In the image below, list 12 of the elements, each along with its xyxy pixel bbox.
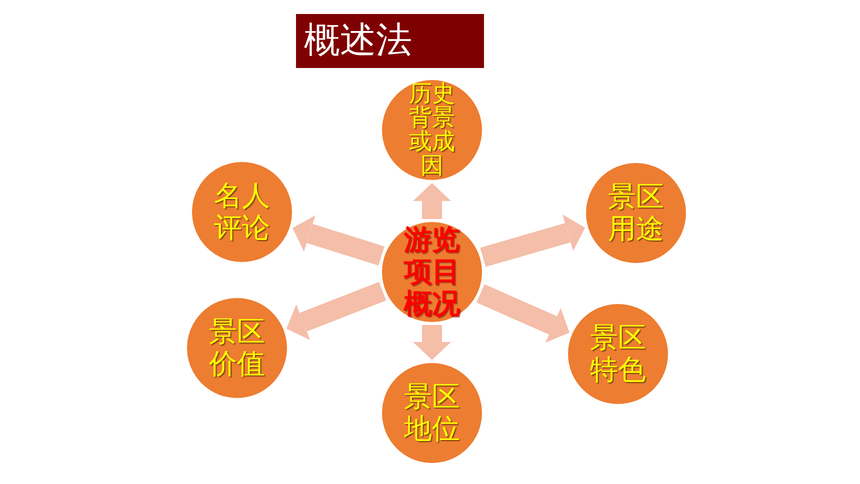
circle-label: 游览项目概况 [402, 224, 461, 320]
circle-label: 景区特色 [588, 322, 647, 386]
block-arrow [290, 215, 384, 266]
circle-label: 景区用途 [606, 180, 665, 246]
circle-label: 景区地位 [402, 380, 461, 446]
circle-label: 名人评论 [212, 180, 271, 244]
block-arrow [413, 183, 451, 219]
circle-label: 景区价值 [208, 316, 266, 380]
block-arrow [413, 325, 451, 360]
circle-label: 历史背景或成因 [408, 82, 456, 178]
block-arrow [480, 214, 588, 267]
title-banner: 概述法 [296, 14, 484, 68]
